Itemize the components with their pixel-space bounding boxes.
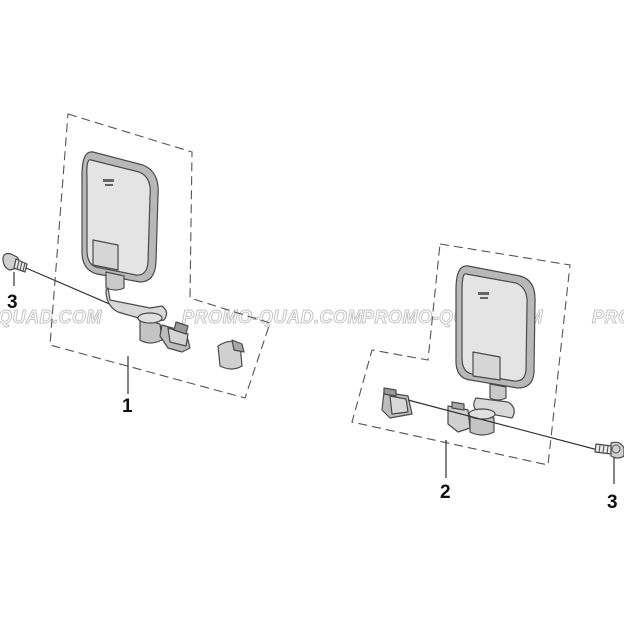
- watermark-center: PROMO-QUAD.COM: [182, 307, 363, 327]
- left-bolt-icon: [2, 252, 28, 273]
- callout-3-right: 3: [607, 492, 618, 513]
- callout-2: 2: [440, 482, 451, 503]
- right-bolt-icon: [594, 441, 624, 459]
- left-clamp-icon: [159, 321, 191, 353]
- right-clamp-cap-icon: [381, 387, 413, 419]
- right-clamp-icon: [447, 401, 471, 433]
- left-mirror-icon: [81, 151, 159, 283]
- left-assembly-outline: [49, 113, 271, 399]
- left-clamp-cap-icon: [217, 339, 245, 370]
- watermark-left-fragment: QUAD.COM: [0, 307, 102, 327]
- right-mirror-arm: [468, 383, 515, 436]
- left-mirror-assembly: 1 3: [2, 113, 271, 417]
- right-mirror-icon: [455, 265, 536, 389]
- left-mirror-arm: [105, 271, 168, 344]
- watermark-edge-fragment: PRO: [592, 307, 624, 327]
- right-assembly-outline: [351, 243, 571, 466]
- right-mirror-assembly: 2 3: [351, 243, 624, 513]
- callout-1: 1: [122, 396, 133, 417]
- callout-3-left: 3: [7, 292, 18, 313]
- right-bolt-leader: [407, 399, 599, 451]
